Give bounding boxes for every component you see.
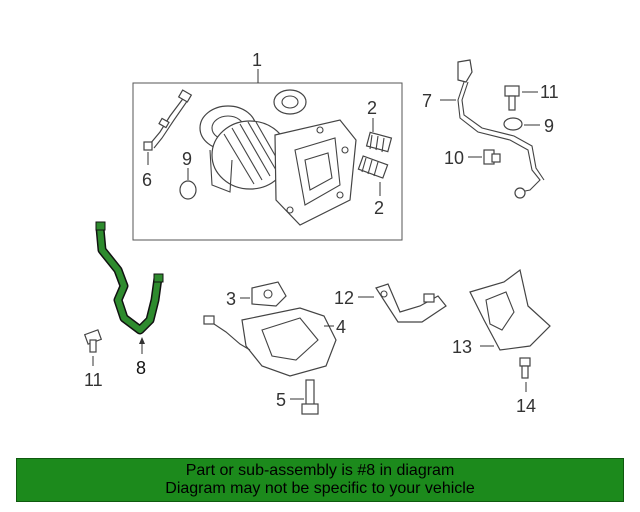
part-4-oil-pan-adapter: 4 [203, 307, 346, 377]
callout-14: 14 [516, 396, 536, 416]
callout-3: 3 [226, 289, 236, 309]
callout-9-right: 9 [544, 116, 554, 136]
part-info-banner: Part or sub-assembly is #8 in diagram Di… [16, 458, 624, 502]
part-11-bolt-upper: 11 [504, 82, 559, 111]
callout-1: 1 [252, 50, 262, 70]
callout-12: 12 [334, 288, 354, 308]
part-9-o-ring-right: 9 [503, 116, 554, 136]
part-11-bolt-lower: 11 [83, 329, 103, 390]
part-3-gasket: 3 [226, 281, 287, 309]
part-5-bolt: 5 [276, 379, 319, 415]
parts-diagram: 1 [83, 50, 559, 416]
part-10-union-bolt: 10 [444, 148, 501, 168]
part-13-heat-shield: 13 [452, 268, 551, 357]
part-2-hose-upper: 2 [365, 98, 393, 153]
callout-10: 10 [444, 148, 464, 168]
callout-9-left: 9 [182, 149, 192, 169]
callout-6: 6 [142, 170, 152, 190]
part-14-bolt: 14 [516, 357, 536, 416]
turbocharger-group: 1 [132, 50, 403, 241]
part-12-bracket: 12 [334, 283, 447, 323]
callout-2-upper: 2 [367, 98, 377, 118]
part-9-o-ring-left: 9 [179, 149, 197, 200]
callout-11-lower: 11 [84, 370, 103, 390]
part-2-hose-lower: 2 [357, 155, 389, 218]
callout-2-lower: 2 [374, 198, 384, 218]
part-8-oil-return-pipe-highlighted: 8 [95, 221, 164, 378]
callout-5: 5 [276, 390, 286, 410]
callout-8: 8 [136, 358, 146, 378]
turbocharger [199, 89, 357, 226]
part-6-oil-feed-pipe: 6 [142, 89, 193, 190]
callout-13: 13 [452, 337, 472, 357]
callout-7: 7 [422, 91, 432, 111]
callout-11-upper: 11 [540, 82, 559, 102]
banner-line-1: Part or sub-assembly is #8 in diagram [185, 462, 455, 479]
banner-line-2: Diagram may not be specific to your vehi… [165, 480, 475, 497]
callout-4: 4 [336, 317, 346, 337]
part-7-pipe: 7 [422, 59, 545, 199]
